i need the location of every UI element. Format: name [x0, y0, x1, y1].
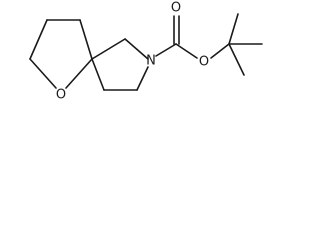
chemical-structure-diagram: N O O O: [29, 1, 263, 103]
bond-thf-c2-spiro: [79, 19, 93, 60]
atom-label-ester-oxygen: O: [199, 55, 209, 70]
bond-carbonyl-c-ester-o: [175, 43, 198, 59]
bond-ester-o-quaternary-c: [210, 43, 230, 59]
bond-tbu-methyl-top: [228, 13, 239, 45]
bond-pyr-n-c3: [136, 66, 149, 91]
bond-thf-spiro-o: [65, 58, 93, 89]
bond-tbu-methyl-bottom: [228, 43, 245, 76]
bond-pyr-spiro-c1: [91, 38, 126, 60]
atom-label-carbonyl-oxygen: O: [171, 1, 181, 16]
bond-thf-c4-c1: [29, 19, 48, 60]
bond-n-carbonyl-c: [155, 43, 177, 57]
atom-label-ether-oxygen: O: [56, 88, 66, 103]
bond-pyr-c1-n: [124, 38, 149, 60]
atom-label-ring-nitrogen: N: [146, 54, 156, 69]
bond-pyr-c4-spiro: [91, 58, 105, 91]
bond-thf-o-c4: [29, 58, 57, 89]
